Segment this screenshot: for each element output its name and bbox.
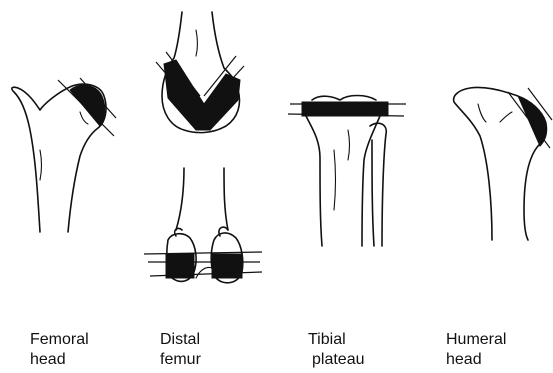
label-tibial-plateau-line1: Tibial	[308, 330, 365, 350]
label-tibial-plateau: Tibial plateau	[308, 330, 365, 370]
distal-femur-detail	[196, 30, 198, 56]
intercondylar-notch	[196, 267, 212, 278]
femur-detail-line-2	[80, 112, 88, 124]
tibia-detail	[334, 130, 350, 210]
label-femoral-head: Femoral head	[30, 330, 89, 370]
label-distal-femur-line2: femur	[160, 350, 201, 370]
label-humeral-head-line2: head	[446, 350, 506, 370]
tibia-top-bumps	[312, 96, 376, 101]
label-femoral-head-line2: head	[30, 350, 89, 370]
distal-femur-v-resection	[164, 60, 240, 130]
humeral-head-drawing	[454, 87, 552, 240]
fibula-outline	[370, 123, 386, 246]
condyle-shaft-outline	[176, 168, 228, 230]
femur-detail-line	[40, 150, 42, 180]
label-femoral-head-line1: Femoral	[30, 330, 89, 350]
distal-femur-lower-drawing	[144, 168, 262, 283]
label-distal-femur: Distal femur	[160, 330, 201, 370]
condyle-cut-line-1	[144, 252, 262, 254]
label-humeral-head: Humeral head	[446, 330, 506, 370]
right-condyle-resection	[212, 254, 242, 278]
humerus-detail	[478, 104, 512, 122]
tibia-outline	[306, 116, 380, 246]
label-tibial-plateau-line2: plateau	[308, 350, 365, 370]
label-humeral-head-line1: Humeral	[446, 330, 506, 350]
tibial-plateau-drawing	[288, 96, 406, 247]
femoral-head-resection	[70, 85, 105, 126]
distal-femur-upper-drawing	[156, 12, 244, 133]
label-distal-femur-line1: Distal	[160, 330, 201, 350]
femoral-head-drawing	[12, 78, 116, 232]
